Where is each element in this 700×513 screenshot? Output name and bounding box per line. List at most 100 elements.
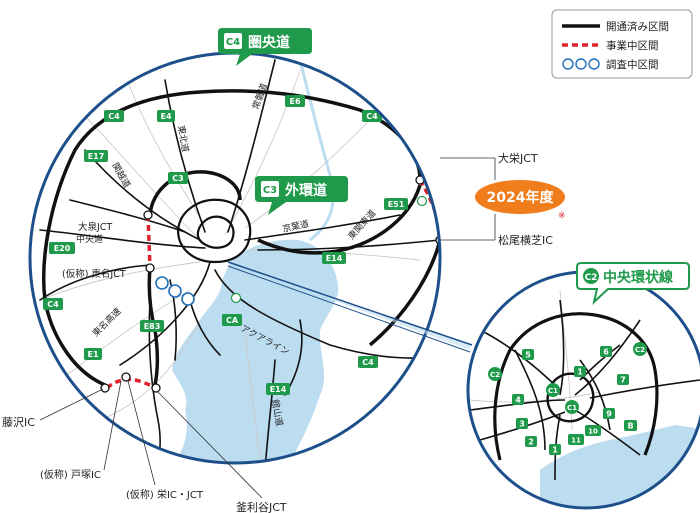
callout-c2: C2 中央環状線 — [576, 262, 690, 305]
svg-text:E6: E6 — [289, 97, 300, 106]
svg-text:C2: C2 — [635, 346, 645, 354]
shield-e1: E1 — [84, 348, 102, 360]
svg-text:E17: E17 — [88, 152, 105, 161]
svg-text:2: 2 — [528, 438, 534, 447]
outer-labels: 大栄JCT 松尾横芝IC 藤沢IC (仮称) 戸塚IC (仮称) 栄IC・JCT… — [2, 151, 553, 513]
svg-text:C3: C3 — [172, 174, 183, 183]
c3-name: 外環道 — [285, 182, 327, 199]
place-labels-inner: 大泉JCT (仮称) 東名JCT — [62, 221, 126, 280]
core-rings — [176, 198, 252, 264]
year-badge-note: ※ — [558, 211, 566, 221]
inset-shield-4: 4 — [512, 394, 524, 405]
label-tomei-jct: (仮称) 東名JCT — [62, 268, 126, 280]
legend-open-label: 開通済み区間 — [606, 20, 669, 33]
label-oizumi-jct: 大泉JCT — [78, 221, 112, 233]
callout-c4: C4 圏央道 — [218, 28, 312, 66]
svg-text:C1: C1 — [548, 387, 558, 395]
svg-text:6: 6 — [603, 348, 609, 357]
svg-text:E4: E4 — [160, 112, 171, 121]
river-1 — [298, 59, 335, 242]
legend-survey-label: 調査中区間 — [606, 58, 659, 71]
ic-markers — [230, 195, 428, 304]
label-totsuka-ic: (仮称) 戸塚IC — [40, 468, 101, 481]
inset-shield-6: 6 — [600, 346, 612, 357]
shield-c3: C3 — [168, 172, 188, 184]
c2-tag: C2 — [585, 273, 598, 283]
svg-text:E51: E51 — [388, 200, 405, 209]
survey-section — [155, 276, 195, 306]
inset-shield-10: 10 — [585, 425, 601, 436]
inset-shield-7: 7 — [617, 374, 629, 385]
inset-map: 5 6 C2 C2 1 7 C1 4 C1 9 3 10 B 2 11 1 — [466, 270, 700, 510]
svg-text:B: B — [627, 422, 633, 431]
svg-text:E20: E20 — [54, 244, 71, 253]
inset-shield-b: B — [624, 420, 637, 431]
shield-e20: E20 — [49, 242, 75, 254]
legend-survey-swatch — [562, 58, 600, 70]
svg-text:C2: C2 — [490, 371, 500, 379]
svg-text:E14: E14 — [326, 254, 343, 263]
inset-c2 — [493, 312, 659, 461]
svg-text:C4: C4 — [108, 112, 120, 121]
tokyo-bay — [170, 239, 339, 463]
c4-east — [368, 239, 440, 347]
svg-text:10: 10 — [588, 428, 598, 436]
shield-e14-b: E14 — [266, 383, 290, 395]
zoom-connector — [227, 261, 473, 353]
shield-e17: E17 — [84, 150, 108, 162]
svg-text:E83: E83 — [144, 322, 161, 331]
svg-text:11: 11 — [571, 437, 581, 445]
label-sakae-ic: (仮称) 栄IC・JCT — [126, 488, 204, 501]
kasumigaura — [350, 55, 440, 100]
svg-text:9: 9 — [606, 410, 612, 419]
shield-e51: E51 — [384, 198, 408, 210]
svg-text:1: 1 — [552, 446, 558, 455]
shield-c4-b: C4 — [362, 110, 382, 122]
inset-shield-c1-a: C1 — [546, 383, 560, 397]
svg-text:7: 7 — [620, 376, 626, 385]
shield-e14-a: E14 — [322, 252, 346, 264]
c4-tag: C4 — [226, 37, 240, 48]
svg-text:E1: E1 — [87, 350, 98, 359]
c3-tag: C3 — [263, 185, 277, 196]
shield-c4-a: C4 — [104, 110, 124, 122]
c2-name: 中央環状線 — [603, 269, 673, 286]
svg-text:4: 4 — [515, 396, 521, 405]
inset-shield-c2-right: C2 — [633, 342, 647, 356]
inset-shield-c1-b: C1 — [565, 400, 579, 414]
c3-ring — [148, 170, 422, 255]
svg-text:5: 5 — [525, 351, 531, 360]
road-label-chuo: 中央道 — [76, 233, 103, 245]
inset-shield-9: 9 — [603, 408, 615, 419]
shield-c4-d: C4 — [358, 356, 378, 368]
svg-text:CA: CA — [226, 316, 239, 325]
shield-e6: E6 — [285, 95, 305, 107]
inset-shield-3: 3 — [516, 418, 528, 429]
label-fujisawa-ic: 藤沢IC — [2, 415, 35, 429]
inset-shield-1b: 1 — [549, 444, 561, 455]
svg-text:E14: E14 — [270, 385, 287, 394]
shield-e4: E4 — [157, 110, 175, 122]
inset-shield-c2-left: C2 — [488, 367, 502, 381]
shield-e83: E83 — [140, 320, 164, 332]
label-oosakae-jct: 大栄JCT — [498, 151, 538, 165]
svg-text:C1: C1 — [567, 404, 577, 412]
year-badge-text: 2024年度 — [487, 189, 555, 206]
main-map: C4 E4 E6 C4 E17 C3 E51 E20 E14 C4 E83 CA… — [28, 51, 442, 465]
route-shields: C4 E4 E6 C4 E17 C3 E51 E20 E14 C4 E83 CA… — [43, 95, 408, 395]
legend-project-label: 事業中区間 — [606, 39, 659, 52]
callout-c3: C3 外環道 — [255, 176, 348, 215]
shield-ca: CA — [222, 314, 242, 326]
inset-shield-11: 11 — [568, 434, 584, 445]
svg-text:C4: C4 — [362, 358, 374, 367]
svg-text:1: 1 — [577, 368, 583, 377]
svg-text:C4: C4 — [47, 300, 59, 309]
year-badge: 2024年度 ※ — [440, 157, 566, 241]
inset-shield-2: 2 — [525, 436, 537, 447]
inset-shields: 5 6 C2 C2 1 7 C1 4 C1 9 3 10 B 2 11 1 — [488, 342, 647, 455]
legend: 開通済み区間 事業中区間 調査中区間 — [551, 9, 693, 79]
c4-name: 圏央道 — [248, 34, 290, 51]
label-matsuo-ic: 松尾横芝IC — [498, 233, 553, 247]
label-kamariya-jct: 釜利谷JCT — [236, 500, 287, 513]
